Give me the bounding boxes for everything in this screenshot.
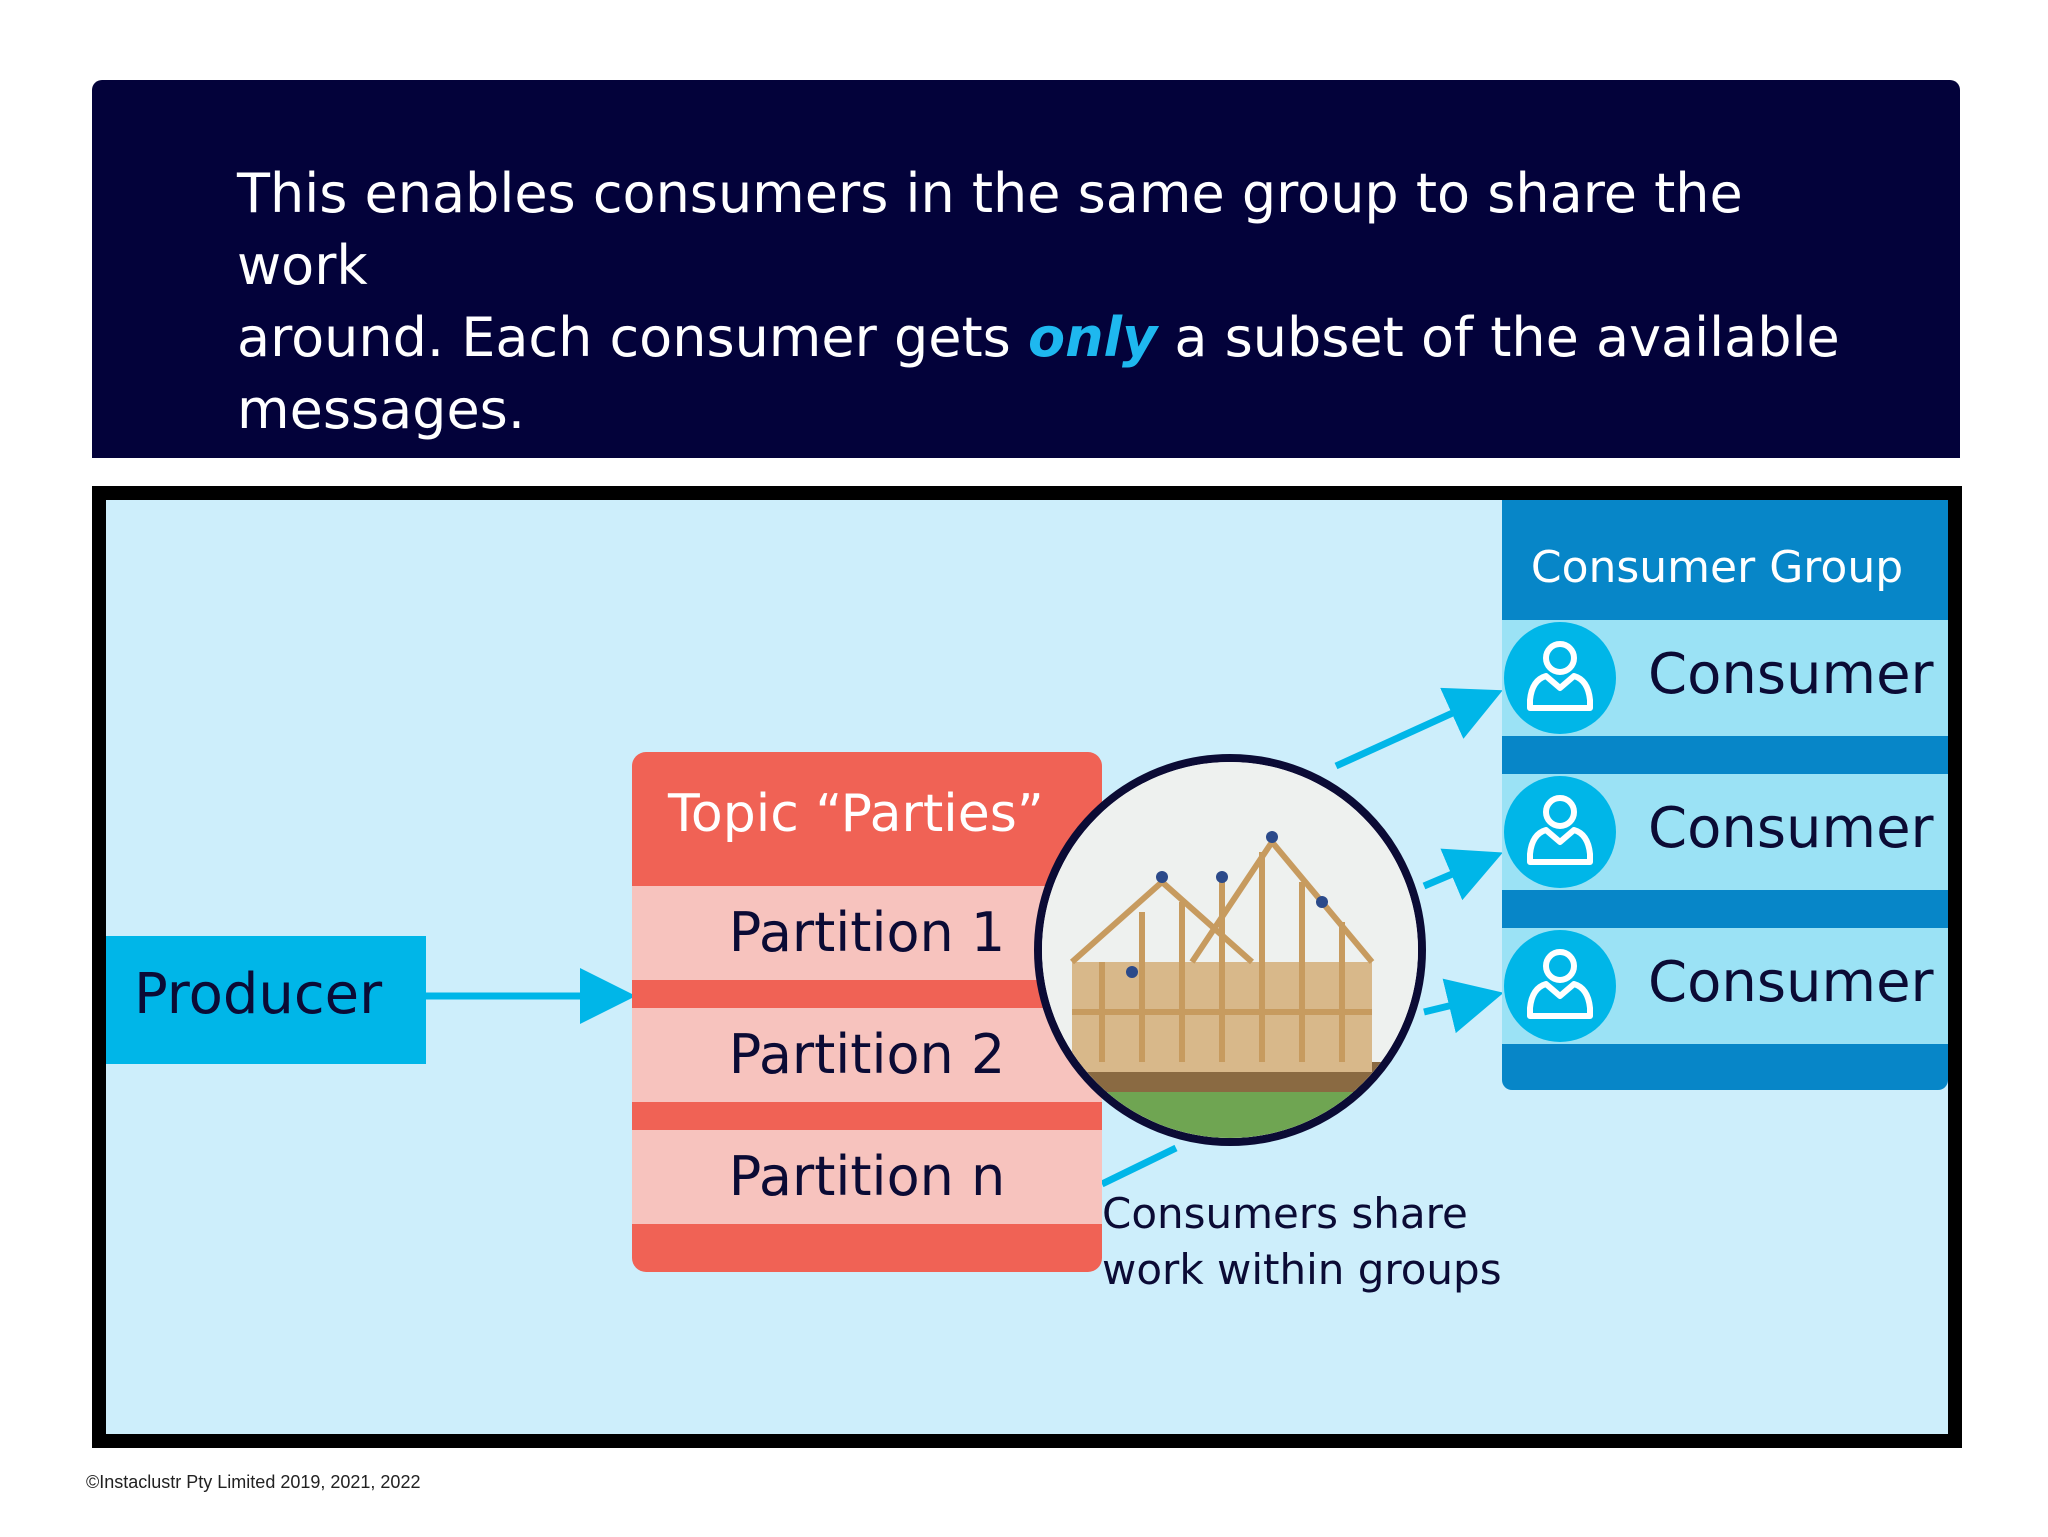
diagram-panel: Producer Topic “Parties” Partition 1 Par…	[92, 486, 1962, 1448]
topic-title: Topic “Parties”	[668, 784, 1044, 844]
user-icon	[1504, 930, 1616, 1042]
topic-box: Topic “Parties” Partition 1 Partition 2 …	[632, 752, 1102, 1272]
partition-n-line	[1100, 1144, 1178, 1188]
caption: Consumers share work within groups	[1102, 1186, 1502, 1298]
partition-2: Partition 2	[632, 1008, 1102, 1102]
user-icon	[1504, 622, 1616, 734]
consumer-label: Consumer	[1648, 642, 1934, 707]
header-text: This enables consumers in the same group…	[237, 158, 1887, 446]
header-line-2-start: around. Each consumer gets	[237, 306, 1028, 369]
header-line-2: around. Each consumer gets only a subset…	[237, 302, 1887, 374]
partition-n: Partition n	[632, 1130, 1102, 1224]
header-line-1: This enables consumers in the same group…	[237, 162, 1743, 297]
copyright: ©Instaclustr Pty Limited 2019, 2021, 202…	[86, 1472, 421, 1492]
consumer-2: Consumer	[1502, 774, 1948, 890]
producer-label: Producer	[134, 962, 383, 1027]
to-consumer-1-arrow	[1334, 687, 1503, 770]
header-line-3: messages.	[237, 378, 525, 441]
to-consumer-2-arrow	[1422, 848, 1503, 901]
consumer-1: Consumer	[1502, 620, 1948, 736]
consumer-group-box: Consumer Group Consumer Consumer	[1502, 500, 1948, 1090]
construction-photo	[1034, 754, 1426, 1146]
caption-line-1: Consumers share	[1102, 1189, 1468, 1238]
caption-line-2: work within groups	[1102, 1245, 1502, 1294]
partition-1: Partition 1	[632, 886, 1102, 980]
consumer-group-title: Consumer Group	[1530, 542, 1904, 593]
user-icon	[1504, 776, 1616, 888]
producer-box: Producer	[106, 936, 426, 1064]
header-banner: This enables consumers in the same group…	[92, 80, 1960, 458]
consumer-3: Consumer	[1502, 928, 1948, 1044]
consumer-label: Consumer	[1648, 796, 1934, 861]
to-consumer-3-arrow	[1423, 978, 1504, 1034]
header-line-2-end: a subset of the available	[1157, 306, 1840, 369]
header-emphasis: only	[1027, 306, 1158, 369]
consumer-label: Consumer	[1648, 950, 1934, 1015]
